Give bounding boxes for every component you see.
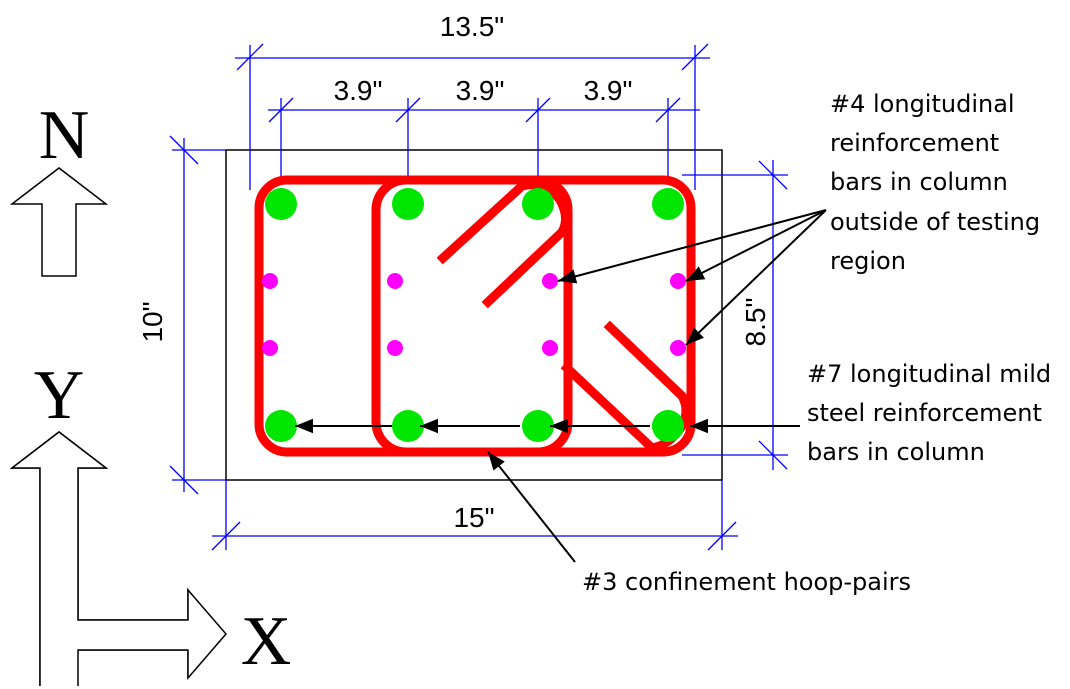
bar7-note: #7 longitudinal mild steel reinforcement… <box>807 360 1051 466</box>
leader-arrows <box>295 209 827 563</box>
dim-right-tick-top <box>758 160 788 190</box>
column-outline <box>225 149 723 481</box>
bar4-bar <box>670 340 686 356</box>
dim-bottom-label: 15" <box>453 502 494 533</box>
dim-spacing-label-3: 3.9" <box>584 75 633 106</box>
bar7-bar <box>392 410 424 442</box>
bar4-note-line: outside of testing <box>830 208 1040 236</box>
bar4-leader-2 <box>685 209 827 282</box>
top-hook <box>436 180 570 309</box>
dim-spacing-label-2: 3.9" <box>456 75 505 106</box>
dim-top-tick-right <box>681 43 709 71</box>
dim-right-label: 8.5" <box>740 298 771 347</box>
bar7-bar <box>265 410 297 442</box>
bar4-bar <box>387 273 403 289</box>
outer-hoop <box>254 175 696 457</box>
bar4-bar <box>262 340 278 356</box>
x-axis-label: X <box>241 603 292 680</box>
bar7-bar <box>522 188 554 220</box>
dimension-lines <box>169 43 788 551</box>
dim-left-tick-bottom <box>169 465 199 495</box>
bar7-bar <box>652 410 684 442</box>
bar7-bar <box>522 410 554 442</box>
dim-top-tick-left <box>236 43 264 71</box>
hoop-leader <box>487 451 576 563</box>
bar7-bar <box>392 188 424 220</box>
bar4-note-line: #4 longitudinal <box>830 90 1015 118</box>
dim-spacing-tick-4 <box>655 97 681 123</box>
bar4-bar <box>542 273 558 289</box>
dim-bottom-tick-right <box>707 521 737 551</box>
dim-right-tick-bottom <box>758 440 788 470</box>
hoop-note: #3 confinement hoop-pairs <box>582 568 911 596</box>
bar4-bar <box>387 340 403 356</box>
dim-left-tick-top <box>169 135 199 165</box>
dim-spacing-tick-1 <box>268 97 294 123</box>
bar4-note: #4 longitudinal reinforcement bars in co… <box>830 90 1040 275</box>
inner-hoop <box>371 175 573 457</box>
north-arrow-icon <box>9 167 109 277</box>
bar4-leader-3 <box>685 209 827 346</box>
dim-spacing-label-1: 3.9" <box>334 75 383 106</box>
bar4-leader-1 <box>557 209 827 284</box>
dim-bottom-tick-left <box>211 521 241 551</box>
bar7-note-line: steel reinforcement <box>807 399 1042 427</box>
north-label: N <box>39 97 90 174</box>
bar4-bar <box>670 273 686 289</box>
bar7-bar <box>265 188 297 220</box>
dim-top-overall-label: 13.5" <box>440 11 504 42</box>
dim-left-label: 10" <box>137 301 168 342</box>
bar7-group <box>265 188 684 442</box>
dim-spacing-tick-3 <box>525 97 551 123</box>
bar4-note-line: bars in column <box>830 168 1008 196</box>
bar4-note-line: reinforcement <box>830 129 999 157</box>
y-axis-label: Y <box>34 357 85 434</box>
bar7-note-line: bars in column <box>807 438 985 466</box>
bar4-group <box>262 273 686 356</box>
bar4-bar <box>542 340 558 356</box>
xy-axis-arrow-outline <box>9 431 227 686</box>
confinement-hoops <box>254 175 696 457</box>
bar4-note-line: region <box>830 247 906 275</box>
bar4-bar <box>262 273 278 289</box>
dim-spacing-tick-2 <box>395 97 421 123</box>
bar7-bar <box>652 188 684 220</box>
bar7-note-line: #7 longitudinal mild <box>807 360 1051 388</box>
